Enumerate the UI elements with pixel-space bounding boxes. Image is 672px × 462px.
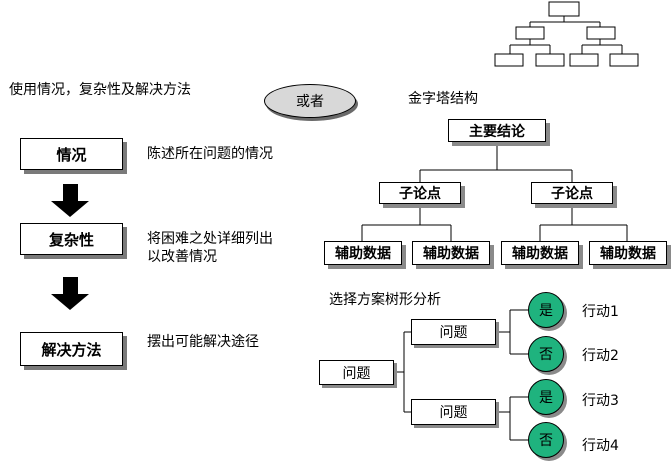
tree-root-label: 问题 bbox=[342, 365, 371, 382]
tree-branch-label: 问题 bbox=[439, 405, 468, 421]
answer-label: 是 bbox=[539, 390, 553, 406]
support-data-box: 辅助数据 bbox=[589, 241, 667, 265]
step-box-situation: 情况 bbox=[20, 138, 123, 170]
pyramid-title: 金字塔结构 bbox=[408, 91, 478, 107]
left-section-title: 使用情况，复杂性及解决方法 bbox=[9, 82, 191, 98]
action-label: 行动3 bbox=[582, 393, 619, 409]
step-description: 以改善情况 bbox=[147, 249, 217, 265]
answer-label: 否 bbox=[539, 433, 553, 449]
pyramid-mid-label: 子论点 bbox=[551, 186, 593, 202]
yes-node: 是 bbox=[528, 292, 564, 328]
answer-label: 是 bbox=[539, 303, 553, 319]
no-node: 否 bbox=[528, 422, 564, 458]
pyramid-leaf-label: 辅助数据 bbox=[423, 246, 479, 262]
tree-root-box: 问题 bbox=[319, 360, 394, 385]
oval-label: 或者 bbox=[296, 94, 324, 110]
step-box-complexity: 复杂性 bbox=[20, 223, 123, 255]
action-label: 行动2 bbox=[582, 348, 619, 364]
org-chart-icon bbox=[494, 1, 639, 67]
or-oval: 或者 bbox=[264, 84, 356, 118]
down-arrow-icon bbox=[51, 277, 89, 310]
no-node: 否 bbox=[528, 336, 564, 372]
pyramid-leaf-label: 辅助数据 bbox=[512, 246, 568, 262]
sub-point-box: 子论点 bbox=[531, 182, 613, 204]
tree-title: 选择方案树形分析 bbox=[329, 292, 441, 308]
support-data-box: 辅助数据 bbox=[501, 241, 579, 265]
support-data-box: 辅助数据 bbox=[412, 241, 490, 265]
action-label: 行动4 bbox=[582, 438, 619, 454]
step-box-solution: 解决方法 bbox=[20, 332, 123, 366]
step-description: 陈述所在问题的情况 bbox=[147, 146, 273, 162]
down-arrow-icon bbox=[51, 184, 89, 217]
step-label: 复杂性 bbox=[48, 230, 94, 249]
step-description: 将困难之处详细列出 bbox=[147, 231, 273, 247]
answer-label: 否 bbox=[539, 347, 553, 363]
pyramid-leaf-label: 辅助数据 bbox=[600, 246, 656, 262]
pyramid-leaf-label: 辅助数据 bbox=[335, 246, 391, 262]
support-data-box: 辅助数据 bbox=[324, 241, 402, 265]
pyramid-top-label: 主要结论 bbox=[469, 123, 525, 140]
tree-branch-box: 问题 bbox=[411, 319, 496, 345]
step-label: 情况 bbox=[56, 145, 87, 164]
tree-branch-box: 问题 bbox=[411, 399, 496, 425]
action-label: 行动1 bbox=[582, 304, 619, 320]
step-description: 摆出可能解决途径 bbox=[147, 334, 259, 350]
main-conclusion-box: 主要结论 bbox=[448, 119, 546, 142]
pyramid-mid-label: 子论点 bbox=[399, 186, 441, 202]
yes-node: 是 bbox=[528, 379, 564, 415]
tree-branch-label: 问题 bbox=[439, 325, 468, 341]
step-label: 解决方法 bbox=[41, 340, 102, 359]
sub-point-box: 子论点 bbox=[379, 182, 461, 204]
